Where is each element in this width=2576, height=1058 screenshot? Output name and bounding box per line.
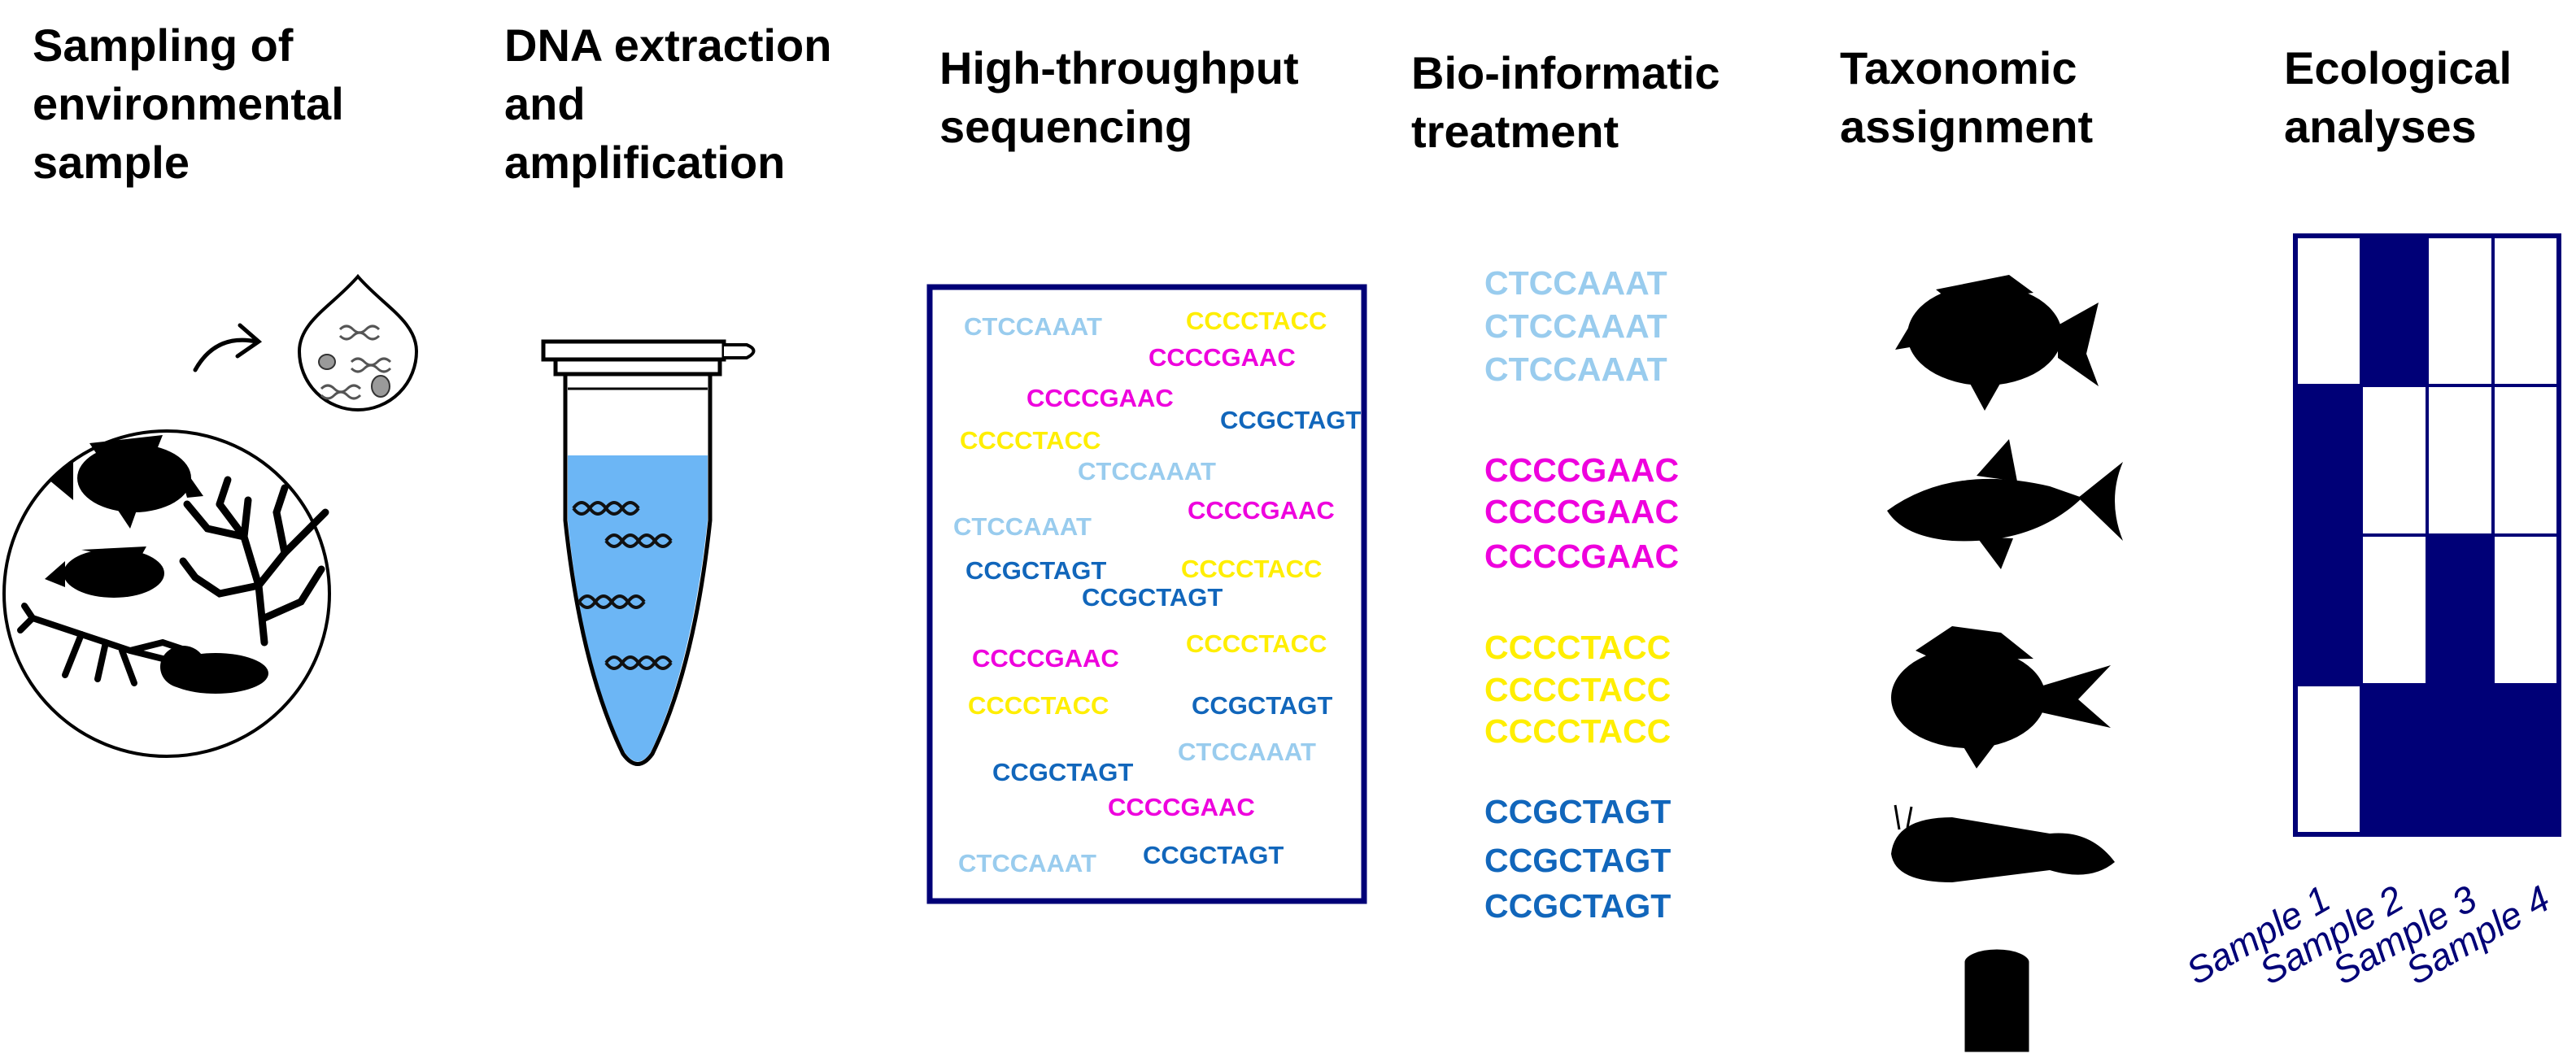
small-fish-icon <box>45 546 164 598</box>
tube-outline <box>563 358 713 766</box>
blenny-fish-icon <box>1891 804 2115 882</box>
clustered-read: CCCCTACC <box>1484 629 1671 666</box>
step-heading-taxonomic: Taxonomic assignment <box>1840 39 2093 156</box>
matrix-cell-absent <box>2491 533 2561 686</box>
clustered-read: CCGCTAGT <box>1484 842 1671 879</box>
heading-line: Bio-informatic <box>1411 47 1720 98</box>
goby-icon <box>160 646 268 694</box>
heading-line: sequencing <box>939 101 1193 152</box>
sequence-read: CCCCGAAC <box>1026 384 1174 412</box>
heading-line: sample <box>33 137 190 188</box>
tube-hinge <box>724 343 756 359</box>
sequence-read: CCGCTAGT <box>965 556 1106 585</box>
matrix-cell-present <box>2491 683 2561 836</box>
heading-line: and <box>504 78 586 129</box>
heading-line: DNA extraction <box>504 20 832 71</box>
water-droplet-icon <box>297 273 419 411</box>
clustered-reads: CTCCAAAT CTCCAAAT CTCCAAAT CCCCGAAC CCCCGAAC… <box>1484 264 1679 925</box>
coral-icon <box>179 476 329 647</box>
clustered-read: CCCCTACC <box>1484 712 1671 750</box>
heading-line: Taxonomic <box>1840 42 2077 94</box>
matrix-cell-present <box>2294 384 2363 537</box>
particle-icon <box>371 375 390 398</box>
sequence-read: CCGCTAGT <box>1082 583 1223 612</box>
dna-helix-icon <box>572 501 673 670</box>
clustered-read: CTCCAAAT <box>1484 307 1667 345</box>
sequence-read: CCCCTACC <box>968 691 1109 720</box>
tuna-fish-icon <box>1887 439 2123 569</box>
sequence-read: CTCCAAAT <box>1078 457 1216 485</box>
step-heading-ecological: Ecological analyses <box>2284 39 2512 156</box>
sequence-read: CCGCTAGT <box>992 758 1133 786</box>
clustered-read: CTCCAAAT <box>1484 350 1667 388</box>
tube-lid <box>541 339 726 362</box>
clustered-read: CTCCAAAT <box>1484 264 1667 302</box>
matrix-cell-present <box>2426 533 2495 686</box>
sequence-read: CCCCGAAC <box>1149 343 1296 372</box>
eppendorf-tube-icon <box>541 339 756 766</box>
sequence-read: CCGCTAGT <box>1220 406 1361 434</box>
sequence-read: CTCCAAAT <box>964 312 1102 341</box>
heading-line: analyses <box>2284 101 2477 152</box>
snapper-fish-icon <box>1895 275 2099 411</box>
curved-arrow-icon <box>193 323 263 372</box>
sequence-read: CTCCAAAT <box>1178 738 1316 766</box>
matrix-cell-absent <box>2294 234 2363 387</box>
sequence-read: CCCCTACC <box>960 426 1101 455</box>
heading-line: assignment <box>1840 101 2094 152</box>
heading-line: environmental <box>33 78 344 129</box>
droplet-shape <box>297 273 419 411</box>
heading-line: Sampling of <box>33 20 294 71</box>
sequence-read: CCCCGAAC <box>1108 793 1255 821</box>
clustered-read: CCCCTACC <box>1484 671 1671 708</box>
sequence-read: CCCCTACC <box>1186 629 1327 658</box>
reef-fish-icon <box>49 435 203 529</box>
database-icon <box>1960 945 2033 1056</box>
matrix-cell-absent <box>2360 533 2429 686</box>
step-heading-dna-extraction: DNA extraction and amplification <box>504 16 831 192</box>
clustered-read: CCGCTAGT <box>1484 793 1671 830</box>
matrix-cell-absent <box>2360 384 2429 537</box>
sequence-read: CCCCTACC <box>1181 555 1322 583</box>
sequence-read: CCGCTAGT <box>1192 691 1332 720</box>
clustered-read: CCGCTAGT <box>1484 887 1671 925</box>
step-heading-sampling: Sampling of environmental sample <box>33 16 344 192</box>
sequence-read: CCGCTAGT <box>1143 841 1284 869</box>
heading-line: treatment <box>1411 106 1619 157</box>
sequence-read: CTCCAAAT <box>958 849 1096 877</box>
matrix-border <box>2293 233 2561 837</box>
seabream-fish-icon <box>1891 626 2111 768</box>
matrix-cell-absent <box>2491 234 2561 387</box>
step-heading-bioinformatic: Bio-informatic treatment <box>1411 44 1720 161</box>
clustered-read: CCCCGAAC <box>1484 451 1679 489</box>
matrix-cell-present <box>2360 683 2429 836</box>
sequencing-box <box>926 284 1367 904</box>
matrix-cell-absent <box>2426 384 2495 537</box>
step-heading-sequencing: High-throughput sequencing <box>939 39 1299 156</box>
matrix-cell-present <box>2426 683 2495 836</box>
sequence-read: CTCCAAAT <box>953 512 1092 541</box>
clustered-read: CCCCGAAC <box>1484 538 1679 575</box>
heading-line: amplification <box>504 137 786 188</box>
matrix-cell-absent <box>2294 683 2363 836</box>
heading-line: High-throughput <box>939 42 1299 94</box>
matrix-cell-absent <box>2491 384 2561 537</box>
sequence-read: CCCCGAAC <box>1188 496 1335 525</box>
matrix-cell-present <box>2294 533 2363 686</box>
presence-absence-matrix <box>2293 233 2561 837</box>
particle-icon <box>318 354 336 370</box>
clustered-read: CCCCGAAC <box>1484 493 1679 530</box>
heading-line: Ecological <box>2284 42 2513 94</box>
matrix-cell-absent <box>2426 234 2495 387</box>
dna-strand-icon <box>320 324 392 400</box>
sequence-read: CCCCTACC <box>1186 307 1327 335</box>
environment-circle-group <box>2 429 331 758</box>
sequence-read: CCCCGAAC <box>972 644 1119 673</box>
matrix-cell-present <box>2360 234 2429 387</box>
